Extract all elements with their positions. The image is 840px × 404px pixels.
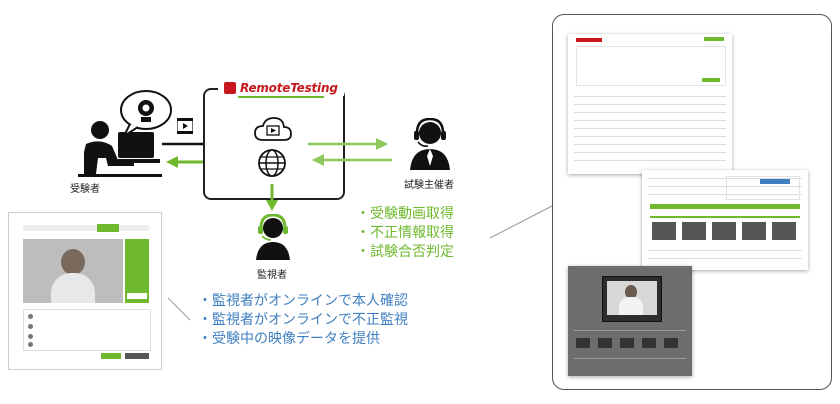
video-thumb-5[interactable] — [772, 222, 796, 240]
search-button[interactable] — [702, 78, 720, 82]
logo-underline — [238, 96, 324, 98]
video-thumb-1[interactable] — [652, 222, 676, 240]
back-button[interactable] — [125, 353, 149, 359]
admin-logo-icon — [576, 38, 602, 42]
video-thumb-3[interactable] — [712, 222, 736, 240]
organizer-bullet-2: ・不正情報取得 — [356, 225, 454, 241]
organizer-bullet-3: ・試験合否判定 — [356, 244, 454, 260]
video-thumb-2[interactable] — [682, 222, 706, 240]
organizer-bullet-list: ・受験動画取得 ・不正情報取得 ・試験合否判定 — [356, 205, 454, 262]
video-film-icon — [177, 118, 193, 134]
video-player[interactable] — [602, 276, 662, 322]
proctor-headset-icon — [256, 214, 290, 260]
next-button[interactable] — [101, 353, 121, 359]
proctor-bullet-1: ・監視者がオンラインで本人確認 — [198, 293, 408, 309]
logo-mark-icon — [224, 82, 236, 94]
admin-detail-screen — [642, 170, 808, 270]
logo-text: RemoteTesting — [240, 81, 338, 95]
webcam-speech-bubble-icon — [120, 90, 172, 138]
video-thumb-4[interactable] — [742, 222, 766, 240]
timeline — [650, 216, 800, 218]
camera-preview — [23, 239, 123, 303]
organizer-headset-icon — [410, 118, 450, 170]
admin-list-screen — [568, 34, 732, 174]
organizer-label: 試験主催者 — [404, 180, 454, 191]
remote-testing-logo: RemoteTesting — [218, 80, 344, 96]
proctor-bullet-list: ・監視者がオンラインで本人確認 ・監視者がオンラインで不正監視 ・受験中の映像デ… — [198, 292, 408, 349]
checklist-panel — [125, 239, 149, 303]
step-bar — [23, 225, 149, 231]
arrow-to-proctor-icon — [266, 184, 278, 211]
arrow-from-organizer-icon — [312, 154, 392, 166]
proctor-label: 監視者 — [257, 270, 287, 281]
arrow-to-organizer-icon — [308, 138, 388, 150]
step-bar-active — [97, 224, 119, 232]
examinee-screen-thumbnail — [8, 212, 162, 370]
organizer-bullet-1: ・受験動画取得 — [356, 206, 454, 222]
examinee-label: 受験者 — [70, 184, 100, 195]
panel-button[interactable] — [127, 293, 147, 299]
proctor-bullet-3: ・受験中の映像データを提供 — [198, 331, 380, 347]
info-list — [23, 309, 151, 351]
cloud-video-icon — [254, 117, 292, 141]
globe-icon — [258, 149, 286, 177]
admin-video-player-screen — [568, 266, 692, 376]
examinee-at-laptop-icon — [78, 121, 162, 177]
proctor-bullet-2: ・監視者がオンラインで不正監視 — [198, 312, 408, 328]
